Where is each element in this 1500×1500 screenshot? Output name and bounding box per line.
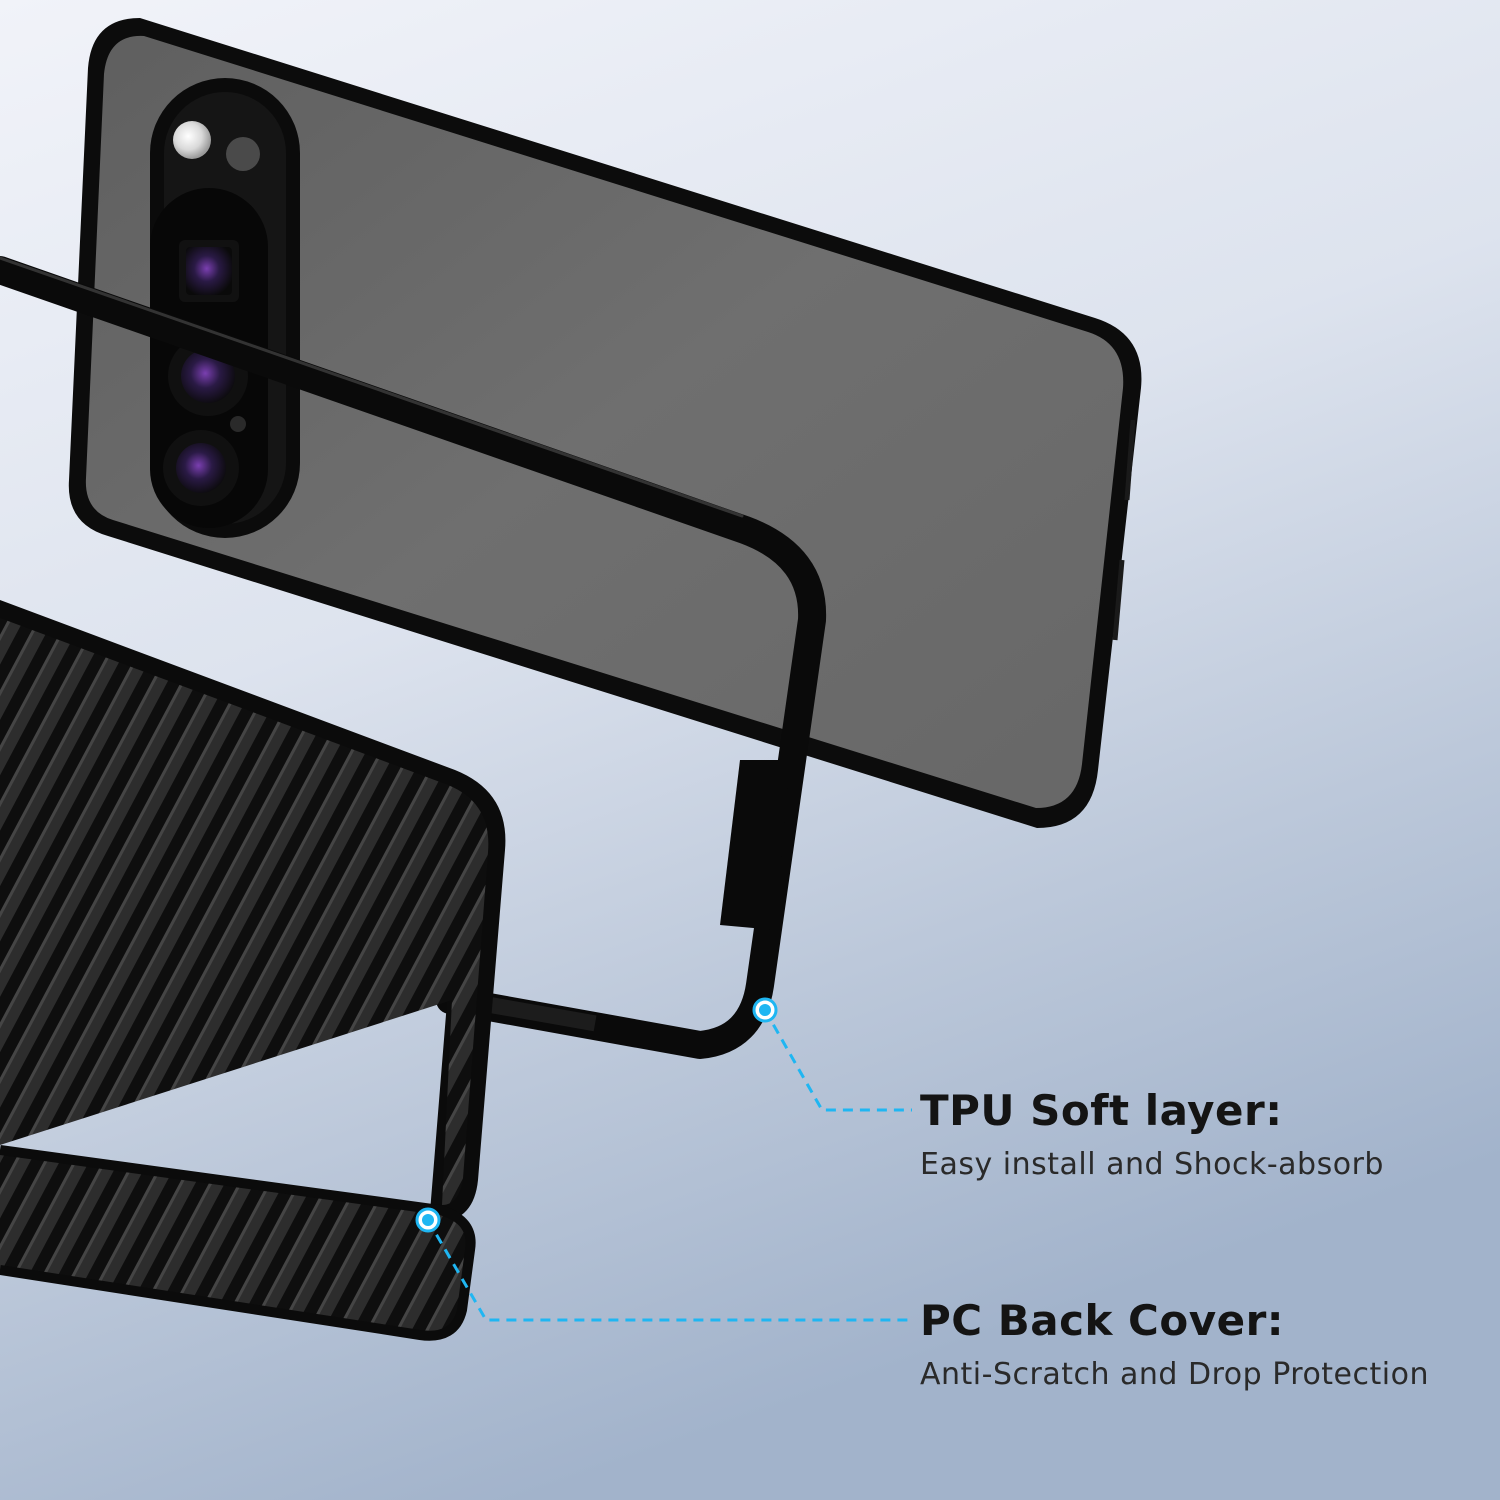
phone-back-panel: [85, 35, 1124, 808]
pc-callout: PC Back Cover: Anti-Scratch and Drop Pro…: [920, 1300, 1429, 1390]
tpu-description: Easy install and Shock-absorb: [920, 1147, 1384, 1182]
tpu-callout-leader: [752, 997, 912, 1112]
phone-back: [68, 18, 1142, 828]
pc-cover-texture: [0, 618, 489, 1205]
tpu-callout: TPU Soft layer: Easy install and Shock-a…: [920, 1090, 1384, 1180]
pc-callout-leader: [415, 1207, 912, 1322]
pc-back-cover: [0, 600, 506, 1341]
pc-description: Anti-Scratch and Drop Protection: [920, 1357, 1429, 1392]
tpu-bumper-frame: [0, 256, 827, 1059]
phone-side-button: [1112, 559, 1125, 641]
tpu-heading: TPU Soft layer:: [920, 1086, 1283, 1135]
phone-side-button: [1124, 419, 1136, 501]
camera-bar-icon: [150, 78, 300, 538]
pc-heading: PC Back Cover:: [920, 1296, 1285, 1345]
